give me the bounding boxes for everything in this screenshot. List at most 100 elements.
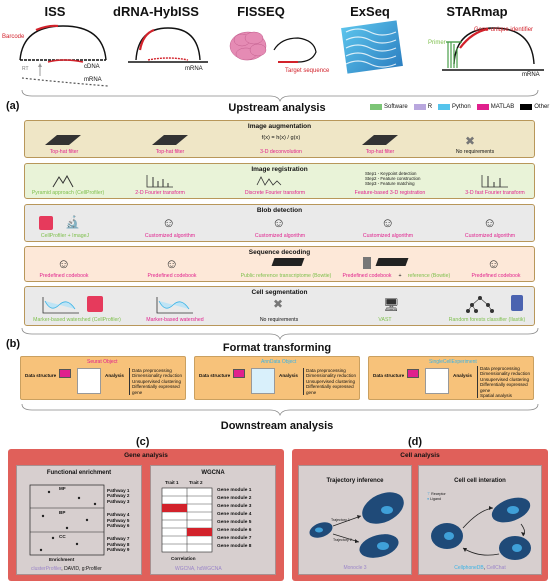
cci-arrow-3 xyxy=(462,547,500,556)
legend-python-swatch xyxy=(438,104,451,110)
decode-item-5: reference (Bowtie) xyxy=(407,273,451,279)
anndata-object-icon xyxy=(251,368,275,394)
sequence-strip-icon-1 xyxy=(271,258,305,266)
functional-enrichment-box: Functional enrichment MF BP CC Pathway 1… xyxy=(16,465,142,575)
starmap-snail-illustration xyxy=(442,27,544,71)
seg-item-1: Marker-based watershed (CellProfiler) xyxy=(33,317,121,323)
aug-item-5: No requirements xyxy=(455,149,495,155)
registration-steps: Step1 - Keypoint detection Step2 - Featu… xyxy=(365,171,421,186)
anndata-object-label: AnnData Object xyxy=(261,359,297,365)
tech-title-starmap: STARmap xyxy=(446,4,508,19)
format-title: Format transforming xyxy=(222,342,332,354)
tech-title-drna-hybiss: dRNA-HybISS xyxy=(113,4,199,19)
cell-segmentation-title: Cell segmentation xyxy=(251,289,308,296)
enrichment-dot-5 xyxy=(85,518,89,522)
aug-item-3: 3-D deconvolution xyxy=(260,149,302,155)
analysis-label-2: Analysis xyxy=(279,373,298,378)
starmap-gene-id-label: Gene-unique identifier xyxy=(474,27,534,33)
trajectory-tool: Monocle 3 xyxy=(343,565,367,571)
downstream-bracket xyxy=(21,403,539,416)
watershed-plot-icon-2 xyxy=(156,297,193,314)
image-augmentation-panel: Image augmentation f(x) = h(x) / g(x) To… xyxy=(24,120,535,158)
gene-analysis-title: Gene analysis xyxy=(124,452,168,459)
tophat-icon-3 xyxy=(362,135,398,145)
downstream-title: Downstream analysis xyxy=(220,420,334,432)
computer-icon: 🖥 xyxy=(383,297,400,312)
iss-barcode-label: Barcode xyxy=(2,34,25,40)
gene-analysis-panel: Gene analysis Functional enrichment MF B… xyxy=(8,449,284,581)
legend-other-swatch xyxy=(520,104,533,110)
legend-software: Software xyxy=(370,104,408,110)
aug-item-2: Top-hat filter xyxy=(155,149,185,155)
user-icon-7: ☺ xyxy=(487,256,501,271)
legend-other: Other xyxy=(520,104,549,110)
no-requirements-cross-icon-1: ✖ xyxy=(465,134,476,148)
trajectory-box: Trajectory inference Trajectory 1 Trajec… xyxy=(298,465,412,575)
legend-r-swatch xyxy=(413,104,426,110)
drna-hybiss-padlock-illustration xyxy=(128,27,208,63)
upstream-title: Upstream analysis xyxy=(228,102,326,114)
cell-analysis-panel: Cell analysis Trajectory inference Traje… xyxy=(292,449,548,581)
cci-arrow-1 xyxy=(462,507,494,529)
data-structure-label-2: Data structure xyxy=(199,373,231,378)
analysis-label-1: Analysis xyxy=(105,373,124,378)
enrichment-dot-4 xyxy=(41,514,45,518)
aug-item-1: Top-hat filter xyxy=(49,149,79,155)
blob-item-2: Customized algorithm xyxy=(144,233,196,239)
legend-matlab-swatch xyxy=(476,104,489,110)
legend-matlab: MATLAB xyxy=(476,104,514,110)
receptor-icon: ⊤ xyxy=(427,492,431,496)
sequence-decoding-title: Sequence decoding xyxy=(248,249,311,256)
image-registration-title: Image registration xyxy=(251,166,308,173)
aug-item-4: Top-hat filter xyxy=(365,149,395,155)
image-registration-panel: Image registration Step1 - Keypoint dete… xyxy=(24,163,535,199)
blob-detection-title: Blob detection xyxy=(256,207,303,214)
trajectory-title: Trajectory inference xyxy=(326,478,384,484)
trajectory-2-arrow xyxy=(332,533,360,543)
analysis-label-3: Analysis xyxy=(453,373,472,378)
heatmap-cell-module3-trait1 xyxy=(162,504,187,512)
fft-3d-icon xyxy=(481,175,508,188)
server-icon xyxy=(363,257,371,269)
image-augmentation-title: Image augmentation xyxy=(247,123,312,130)
category-cc: CC xyxy=(59,534,66,539)
trajectory-1-label: Trajectory 1 xyxy=(331,518,350,522)
decode-plus: + xyxy=(398,273,402,279)
data-structure-label-3: Data structure xyxy=(373,373,405,378)
category-mf: MF xyxy=(59,486,66,491)
user-icon-3: ☺ xyxy=(381,215,395,230)
sequence-decoding-panel: Sequence decoding ☺ ☺ ☺ Predefined codeb… xyxy=(24,246,535,282)
fisseq-rolony-illustration xyxy=(229,31,317,63)
functional-enrichment-title: Functional enrichment xyxy=(46,470,112,476)
legend-python: Python xyxy=(438,104,471,110)
wgcna-heatmap xyxy=(161,487,213,553)
blob-item-4: Customized algorithm xyxy=(362,233,414,239)
panel-d-letter: (d) xyxy=(408,436,423,448)
tech-title-fisseq: FISSEQ xyxy=(237,4,285,19)
tech-title-iss: ISS xyxy=(44,4,66,19)
cci-nucleus-right xyxy=(512,544,522,552)
functional-tools: clusterProfiler, DAVID, g:Profiler xyxy=(31,566,102,572)
tophat-icon-2 xyxy=(152,135,188,145)
enrichment-dot-7 xyxy=(51,536,55,540)
seurat-object-icon xyxy=(77,368,101,394)
seg-item-3: No requirements xyxy=(259,317,299,323)
seg-item-5: Random forests classifier (Ilastik) xyxy=(448,317,526,323)
cell-segmentation-panel: Cell segmentation ✖ 🖥 Marker-based water… xyxy=(24,286,535,326)
enrichment-plot xyxy=(29,484,105,556)
panel-c-letter: (c) xyxy=(136,436,150,448)
tophat-icon-1 xyxy=(45,135,81,145)
enrichment-dot-1 xyxy=(47,490,51,494)
user-icon-6: ☺ xyxy=(165,256,179,271)
watershed-plot-icon-1 xyxy=(42,297,79,314)
deconvolution-formula: f(x) = h(x) / g(x) xyxy=(261,135,301,141)
starmap-mrna-label: mRNA xyxy=(522,72,540,78)
category-bp: BP xyxy=(59,510,66,515)
fourier-2d-icon xyxy=(146,175,173,188)
enrichment-dot-8 xyxy=(75,542,79,546)
microscope-icon: 🔬 xyxy=(65,215,80,229)
reg-item-5: 3-D fast Fourier transform xyxy=(465,190,525,196)
